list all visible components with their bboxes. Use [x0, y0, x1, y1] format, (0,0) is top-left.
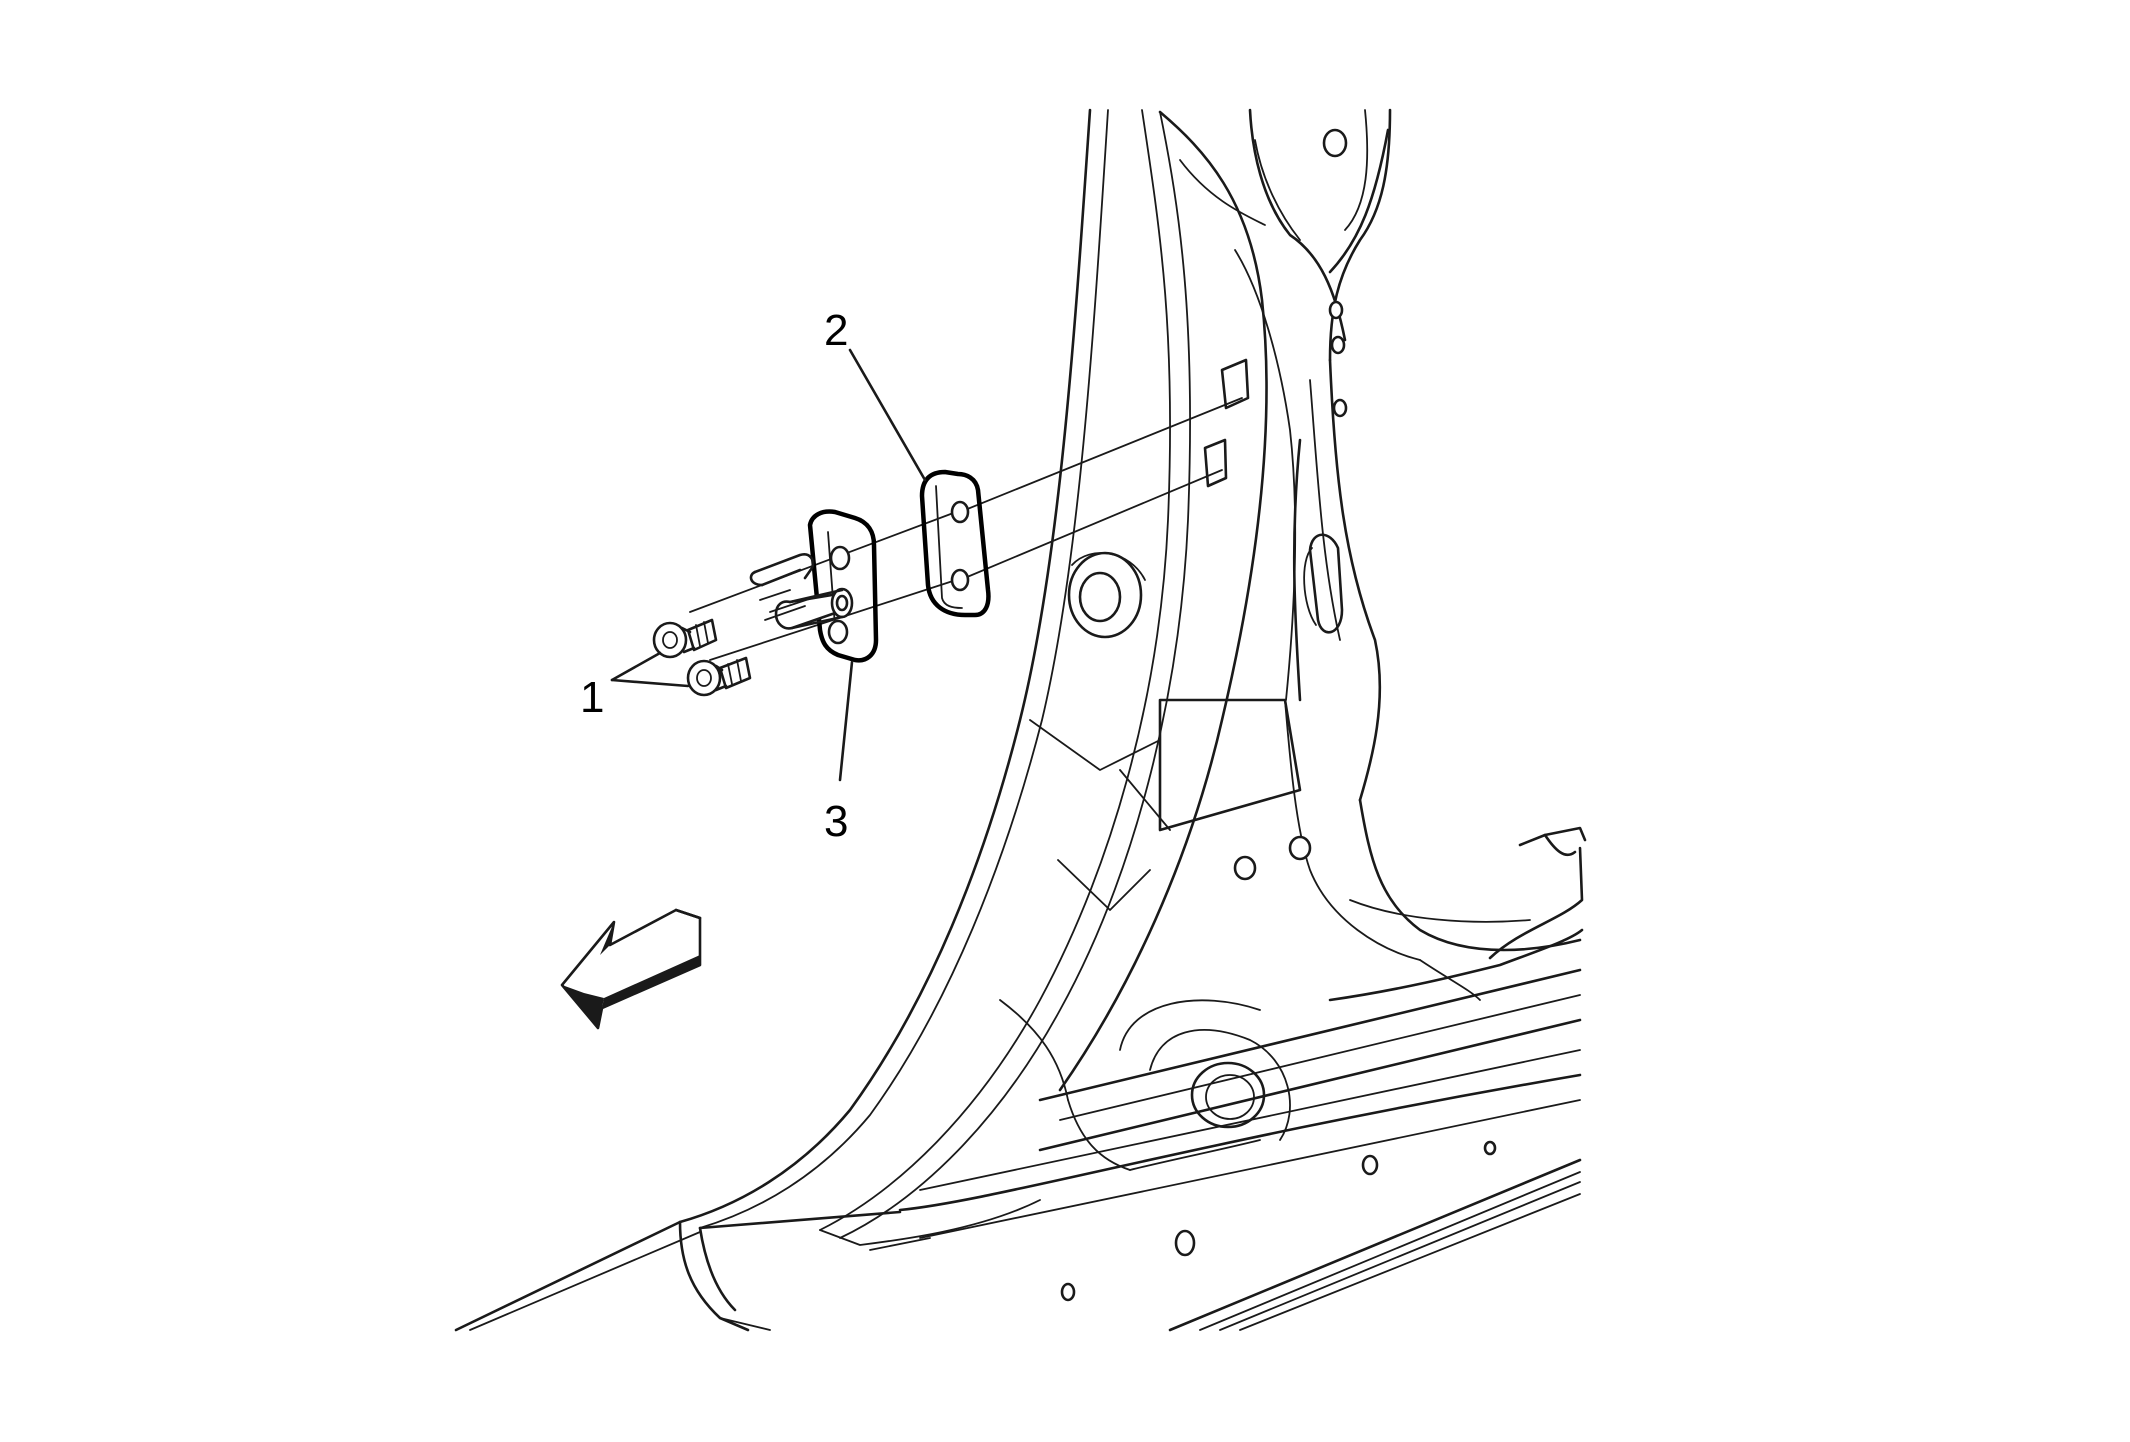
b-pillar-structure	[454, 108, 1587, 1332]
callout-2: 2	[824, 306, 848, 355]
leader-lines	[610, 348, 927, 782]
forward-direction-arrow-icon	[560, 908, 702, 1030]
striker-bolts	[652, 618, 752, 697]
callout-3: 3	[824, 797, 848, 846]
bolt-lower	[686, 656, 752, 697]
bolt-upper	[652, 618, 718, 659]
door-striker-assembly	[749, 509, 879, 663]
callout-1: 1	[580, 673, 604, 722]
striker-shim-plate	[919, 469, 991, 618]
